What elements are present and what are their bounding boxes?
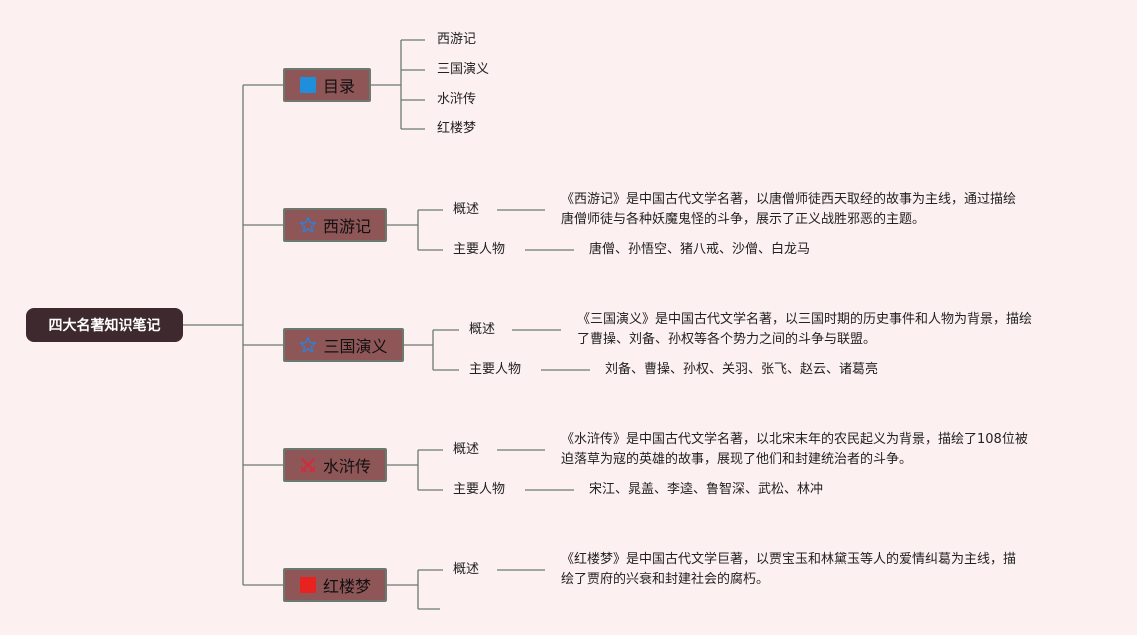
crossed-swords-icon: [299, 456, 317, 474]
characters-text[interactable]: 宋江、晁盖、李逵、鲁智深、武松、林冲: [589, 482, 824, 497]
overview-label[interactable]: 概述: [453, 202, 480, 217]
root-node[interactable]: 四大名著知识笔记: [26, 308, 183, 342]
characters-label[interactable]: 主要人物: [469, 362, 522, 377]
overview-label[interactable]: 概述: [453, 442, 480, 457]
topic-label: 三国演义: [323, 337, 388, 356]
toc-item-sanguo[interactable]: 三国演义: [437, 62, 490, 77]
topic-label: 水浒传: [322, 457, 371, 476]
topic-xiyouji[interactable]: 西游记: [283, 208, 387, 242]
topic-label: 目录: [322, 77, 355, 96]
topic-honglou[interactable]: 红楼梦: [283, 568, 387, 602]
topic-sanguo[interactable]: 三国演义: [283, 328, 404, 362]
toc-item-shuihu[interactable]: 水浒传: [437, 92, 477, 107]
overview-text[interactable]: 《水浒传》是中国古代文学名著，以北宋末年的农民起义为背景，描绘了108位被 迫落…: [561, 432, 1028, 467]
red-square-icon: [299, 576, 317, 594]
overview-text[interactable]: 《红楼梦》是中国古代文学巨著，以贾宝玉和林黛玉等人的爱情纠葛为主线，描 绘了贾府…: [561, 552, 1017, 587]
overview-label[interactable]: 概述: [453, 562, 480, 577]
overview-label[interactable]: 概述: [469, 322, 496, 337]
topic-label: 红楼梦: [322, 577, 371, 596]
toc-item-honglou[interactable]: 红楼梦: [437, 121, 477, 136]
star-outline-icon: [299, 216, 317, 234]
characters-label[interactable]: 主要人物: [453, 242, 506, 257]
toc-item-xiyouji[interactable]: 西游记: [437, 32, 477, 47]
topic-toc[interactable]: 目录: [283, 68, 371, 102]
topic-label: 西游记: [322, 217, 371, 236]
blue-square-icon: [299, 76, 317, 94]
characters-text[interactable]: 唐僧、孙悟空、猪八戒、沙僧、白龙马: [589, 242, 811, 257]
characters-text[interactable]: 刘备、曹操、孙权、关羽、张飞、赵云、诸葛亮: [605, 362, 879, 377]
overview-text[interactable]: 《三国演义》是中国古代文学名著，以三国时期的历史事件和人物为背景，描绘 了曹操、…: [577, 312, 1033, 347]
topic-shuihu[interactable]: 水浒传: [283, 448, 387, 482]
overview-text[interactable]: 《西游记》是中国古代文学名著，以唐僧师徒西天取经的故事为主线，通过描绘 唐僧师徒…: [561, 192, 1017, 227]
characters-label[interactable]: 主要人物: [453, 482, 506, 497]
star-outline-icon: [299, 336, 317, 354]
